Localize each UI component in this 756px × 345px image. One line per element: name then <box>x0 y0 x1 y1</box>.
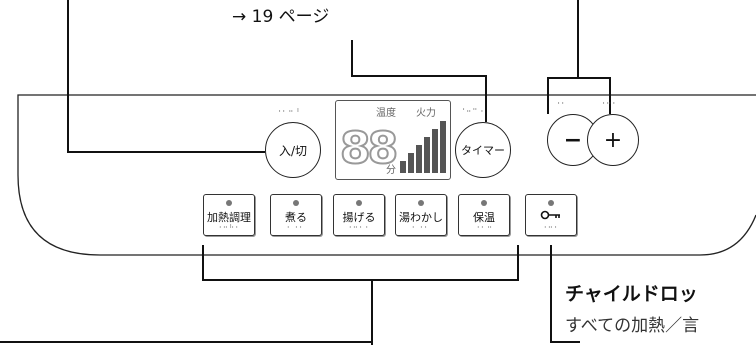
power-level-bar <box>424 137 430 173</box>
mode-button-heat-cook[interactable]: 加熱調理 ⠐⠒⠓⠂ <box>203 194 255 236</box>
page-reference: → 19 ページ <box>232 7 330 27</box>
mode-button-simmer[interactable]: 煮る ⠂⠐⠂ <box>270 194 322 236</box>
braille-dots: ⠐⠒⠂ <box>541 224 561 232</box>
braille-plus: ⠐⠒⠂ <box>600 100 619 108</box>
braille-dots: ⠐⠒⠂⠂ <box>346 224 372 232</box>
braille-power: ⠐⠂⠒⠘ <box>276 108 301 116</box>
display-panel: 温度 火力 88 分 <box>335 100 451 180</box>
indicator-led <box>226 200 232 206</box>
child-lock-subtitle: すべての加熱／言 <box>565 316 700 336</box>
mode-button-boil[interactable]: 湯わかし ⠂⠐⠂ <box>395 194 447 236</box>
power-button[interactable]: 入/切 <box>265 122 321 178</box>
power-level-bar <box>416 145 422 173</box>
indicator-led <box>356 200 362 206</box>
childlock-leader <box>550 245 580 343</box>
mode-label: 煮る <box>285 211 307 224</box>
plus-icon: + <box>603 127 623 153</box>
power-level-bar <box>440 121 446 173</box>
power-level-bar <box>400 161 406 173</box>
minus-icon: − <box>563 127 583 153</box>
timer-leader <box>351 40 487 122</box>
display-power-label: 火力 <box>416 108 436 119</box>
braille-dots: ⠂⠐⠂ <box>411 224 431 232</box>
power-leader <box>67 0 265 153</box>
key-icon <box>526 209 576 224</box>
power-level-bar <box>408 153 414 173</box>
braille-minus: ⠐⠂ <box>555 100 568 108</box>
mode-label: 加熱調理 <box>207 211 251 224</box>
mode-label: 保温 <box>473 211 495 224</box>
mode-label: 揚げる <box>342 211 376 224</box>
mode-button-fry[interactable]: 揚げる ⠐⠒⠂⠂ <box>333 194 385 236</box>
braille-dots: ⠂⠐⠂ <box>286 224 306 232</box>
mode-label: 湯わかし <box>399 211 443 224</box>
mode-button-keep-warm[interactable]: 保温 ⠐⠂⠒ <box>458 194 510 236</box>
panel-outline <box>17 94 756 256</box>
indicator-led <box>293 200 299 206</box>
power-level-bar <box>432 129 438 173</box>
plus-button[interactable]: + <box>587 114 639 166</box>
braille-dots: ⠐⠂⠒ <box>474 224 494 232</box>
mode-bracket <box>202 245 519 281</box>
display-digits: 88 <box>339 123 399 174</box>
display-temp-label: 温度 <box>376 108 396 119</box>
power-button-label: 入/切 <box>278 143 308 158</box>
timer-button[interactable]: タイマー <box>455 122 511 178</box>
indicator-led <box>548 200 554 206</box>
adjust-leader-plus <box>578 77 611 114</box>
child-lock-button[interactable]: ⠐⠒⠂ <box>525 194 577 236</box>
braille-timer: ⠈⠒⠉⠐ <box>460 108 485 116</box>
indicator-led <box>418 200 424 206</box>
braille-dots: ⠐⠒⠓⠂ <box>216 224 242 232</box>
display-unit: 分 <box>386 165 396 176</box>
indicator-led <box>481 200 487 206</box>
adjust-leader-minus <box>547 0 579 114</box>
timer-button-label: タイマー <box>461 144 505 157</box>
child-lock-title: チャイルドロッ <box>565 283 698 305</box>
